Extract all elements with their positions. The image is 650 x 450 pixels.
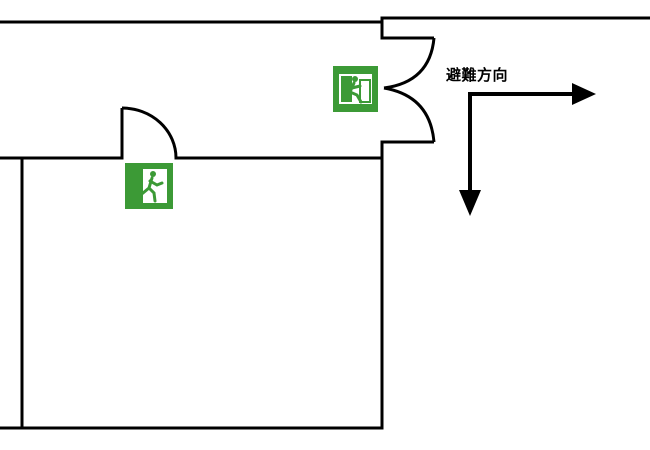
emergency-exit-sign-icon <box>125 163 173 209</box>
room-door-swing-arc <box>121 106 178 159</box>
evacuation-arrows <box>459 83 596 216</box>
emergency-exit-sign-icon <box>333 66 378 112</box>
room-door <box>120 106 178 159</box>
double-door-bottom-arc <box>383 86 436 143</box>
walls <box>0 16 650 430</box>
double-door-top-arc <box>383 37 436 90</box>
corridor-double-door <box>382 36 436 144</box>
evacuation-direction-label: 避難方向 <box>446 66 509 84</box>
arrow-down-head <box>459 190 481 216</box>
arrow-right-head <box>572 83 596 105</box>
